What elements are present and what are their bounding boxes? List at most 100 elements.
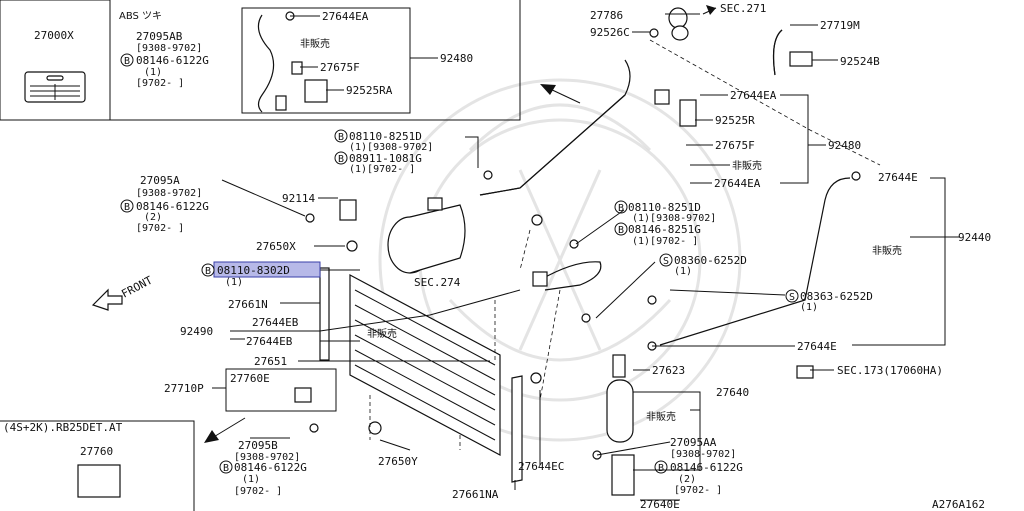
part-label-08911-1081g[interactable]: 08911-1081G — [349, 152, 422, 165]
part-label-27095aa[interactable]: 27095AA — [670, 436, 717, 449]
part-label-08146-6122g[interactable]: 08146-6122G — [670, 461, 743, 474]
part-label-08146-6122g[interactable]: 08146-6122G — [136, 54, 209, 67]
direction-arrows — [91, 5, 716, 443]
bolt-glyph: B — [618, 203, 624, 214]
part-label-08146-6122g[interactable]: 08146-6122G — [136, 200, 209, 213]
part-label-27640[interactable]: 27640 — [716, 386, 749, 399]
receiver-drier-part — [592, 354, 635, 496]
watermark-emblem — [378, 78, 742, 442]
part-label-08360-6252d[interactable]: 08360-6252D — [674, 254, 747, 267]
part-label-27644ea[interactable]: 27644EA — [714, 177, 761, 190]
quantity: (1) — [674, 266, 692, 277]
part-label-27760[interactable]: 27760 — [80, 445, 113, 458]
part-label-27650x[interactable]: 27650X — [256, 240, 296, 253]
date-range: [9702- ] — [234, 486, 282, 497]
upper-pipe-assembly — [479, 7, 813, 196]
part-label-08110-8251d[interactable]: 08110-8251D — [349, 130, 422, 143]
part-label-27644eb[interactable]: 27644EB — [252, 316, 299, 329]
part-label-27650y[interactable]: 27650Y — [378, 455, 418, 468]
bolt-glyph: B — [618, 225, 624, 236]
not-for-sale-note: 非販売 — [300, 37, 330, 50]
part-label-27000x[interactable]: 27000X — [34, 29, 74, 42]
part-label-92480[interactable]: 92480 — [440, 52, 473, 65]
small-fasteners — [77, 170, 657, 498]
part-label-27651[interactable]: 27651 — [254, 355, 287, 368]
bolt-glyph: B — [124, 202, 130, 213]
section-ref-sec173[interactable]: SEC.173(17060HA) — [837, 364, 943, 377]
qty-date: (1)[9308-9702] — [632, 213, 716, 224]
part-label-27644e[interactable]: 27644E — [878, 171, 918, 184]
part-label-92525ra[interactable]: 92525RA — [346, 84, 393, 97]
part-label-08363-6252d[interactable]: 08363-6252D — [800, 290, 873, 303]
leader-lines — [212, 7, 960, 501]
part-label-08110-8251d[interactable]: 08110-8251D — [628, 201, 701, 214]
compressor-part — [387, 197, 466, 274]
not-for-sale-note: 非販売 — [367, 327, 397, 340]
variant-caption: (4S+2K).RB25DET.AT — [3, 421, 123, 434]
qty-date: (1)[9308-9702] — [349, 142, 433, 153]
condenser-part — [319, 267, 542, 483]
part-label-92480[interactable]: 92480 — [828, 139, 861, 152]
part-label-08146-6122g[interactable]: 08146-6122G — [234, 461, 307, 474]
part-label-27661na[interactable]: 27661NA — [452, 488, 499, 501]
bolt-markers — [120, 53, 799, 474]
part-label-08110-8302d[interactable]: 08110-8302D — [217, 264, 290, 277]
date-range: [9702- ] — [136, 223, 184, 234]
bolt-glyph: B — [223, 463, 229, 474]
section-ref-sec271[interactable]: SEC.271 — [720, 2, 766, 15]
part-label-27644ec[interactable]: 27644EC — [518, 460, 564, 473]
date-range: [9702- ] — [674, 485, 722, 496]
date-range: [9702- ] — [136, 78, 184, 89]
part-label-27095ab[interactable]: 27095AB — [136, 30, 183, 43]
part-label-27644ea[interactable]: 27644EA — [730, 89, 777, 102]
qty-date: (1)[9702- ] — [349, 164, 415, 175]
bolt-glyph: B — [338, 154, 344, 165]
part-label-27644ea[interactable]: 27644EA — [322, 10, 369, 23]
bolt-marker-glyphs: B B B B B B B S S B B — [124, 56, 795, 474]
part-label-27095a[interactable]: 27095A — [140, 174, 180, 187]
part-label-92490[interactable]: 92490 — [180, 325, 213, 338]
part-label-92525r[interactable]: 92525R — [715, 114, 755, 127]
part-label-27719m[interactable]: 27719M — [820, 19, 860, 32]
front-direction-label: FRONT — [119, 273, 155, 300]
part-label-27675f[interactable]: 27675F — [715, 139, 755, 152]
part-label-08146-8251g[interactable]: 08146-8251G — [628, 223, 701, 236]
part-label-92114[interactable]: 92114 — [282, 192, 315, 205]
date-range: [9308-9702] — [234, 452, 300, 463]
part-label-27760e[interactable]: 27760E — [230, 372, 270, 385]
bolt-glyph: B — [338, 132, 344, 143]
screw-glyph: S — [663, 256, 669, 267]
quantity: (1) — [144, 67, 162, 78]
part-label-27644eb[interactable]: 27644EB — [246, 335, 293, 348]
part-label-27675f[interactable]: 27675F — [320, 61, 360, 74]
inset-frames — [0, 0, 521, 511]
part-label-27786[interactable]: 27786 — [590, 9, 623, 22]
quantity: (1) — [800, 302, 818, 313]
part-label-27661n[interactable]: 27661N — [228, 298, 268, 311]
part-label-27644e[interactable]: 27644E — [797, 340, 837, 353]
part-label-92440[interactable]: 92440 — [958, 231, 991, 244]
not-for-sale-note: 非販売 — [732, 159, 762, 172]
bolt-glyph: B — [205, 266, 211, 277]
part-label-92526c[interactable]: 92526C — [590, 26, 630, 39]
bolt-glyph: B — [658, 463, 664, 474]
label-card-part — [24, 71, 86, 103]
mid-pipe — [532, 261, 602, 291]
section-ref-sec274[interactable]: SEC.274 — [414, 276, 461, 289]
inset-caption-abs: ABS ツキ — [119, 11, 162, 22]
part-label-27095b[interactable]: 27095B — [238, 439, 278, 452]
bolt-glyph: B — [124, 56, 130, 67]
part-label-27640e[interactable]: 27640E — [640, 498, 680, 511]
quantity: (2) — [144, 212, 162, 223]
quantity: (1) — [225, 277, 243, 288]
part-label-92524b[interactable]: 92524B — [840, 55, 880, 68]
part-label-27623[interactable]: 27623 — [652, 364, 685, 377]
diagram-id: A276A162 — [932, 498, 985, 511]
date-range: [9308-9702] — [136, 43, 202, 54]
quantity: (1) — [242, 474, 260, 485]
not-for-sale-note: 非販売 — [646, 410, 676, 423]
abs-inset-pipe — [257, 11, 328, 113]
part-label-27710p[interactable]: 27710P — [164, 382, 204, 395]
date-range: [9308-9702] — [136, 188, 202, 199]
